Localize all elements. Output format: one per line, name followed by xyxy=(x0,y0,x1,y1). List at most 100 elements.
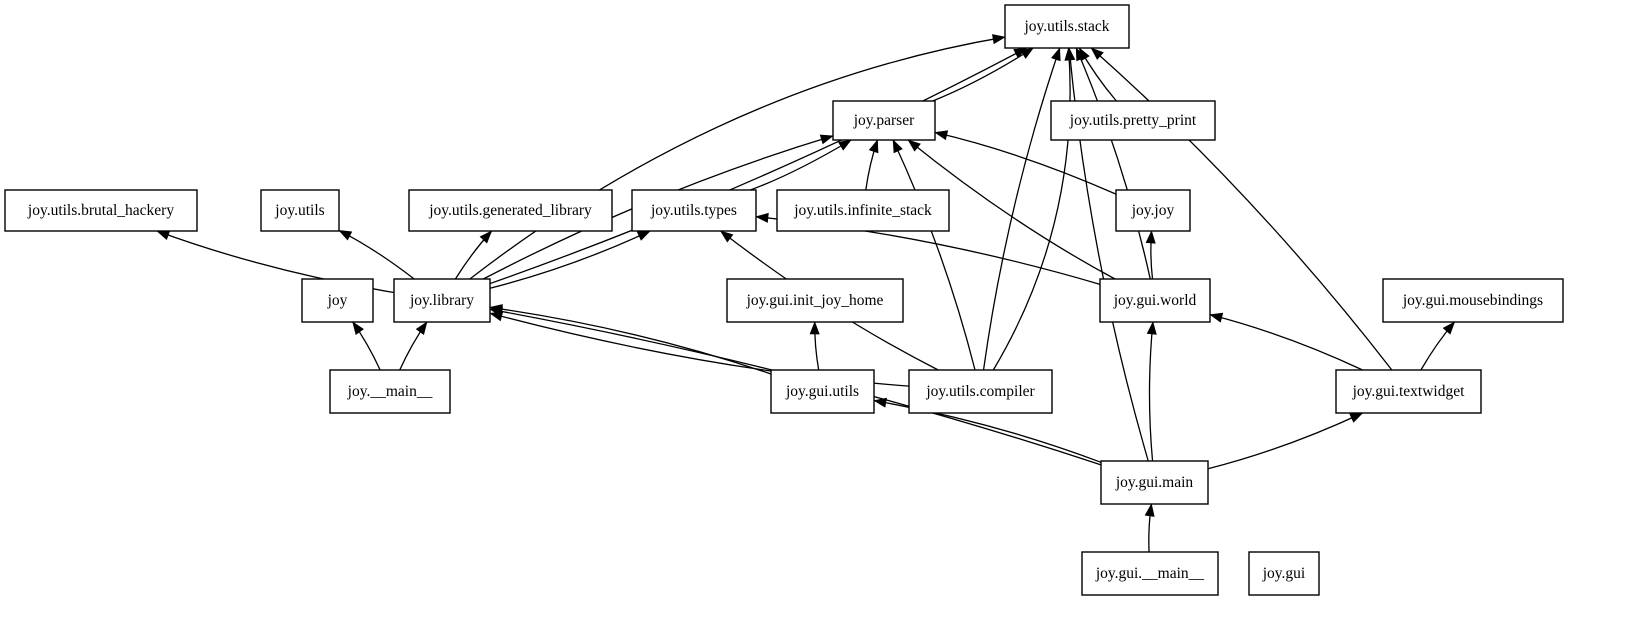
node-box[interactable] xyxy=(408,189,613,232)
node-layer: joy.utils.stack joy.parser joy.utils.prett… xyxy=(4,4,1564,596)
node-box[interactable] xyxy=(1050,100,1216,141)
node-label: joy.library xyxy=(409,292,474,309)
node-label: joy.gui.mousebindings xyxy=(1402,292,1543,309)
node-joy-utils[interactable]: joy.utils xyxy=(260,189,340,232)
node-joy[interactable]: joy xyxy=(301,278,374,323)
node-box[interactable] xyxy=(776,189,950,232)
edge-arrowhead xyxy=(489,306,504,317)
edge-joy-library-to-joy-utils-stack xyxy=(489,47,1027,285)
edge-arrowhead xyxy=(1146,321,1157,335)
edge-joy-parser-to-joy-utils-stack xyxy=(932,47,1034,102)
edge-arrowhead xyxy=(1209,312,1224,323)
edge-joy-gui-textwidget-to-joy-utils-stack xyxy=(1090,47,1393,371)
edge-joy-utils-types-to-joy-parser xyxy=(750,139,852,191)
node-label: joy.gui.utils xyxy=(785,383,859,400)
edge-joy-gui-world-to-joy-parser xyxy=(907,139,1116,280)
node-label: joy.utils.compiler xyxy=(925,383,1035,400)
edge-arrowhead xyxy=(934,130,949,141)
node-joy-utils-compiler[interactable]: joy.utils.compiler xyxy=(908,369,1053,414)
edge-joy-utils-compiler-to-joy-utils-stack xyxy=(992,47,1071,371)
node-box[interactable] xyxy=(1335,369,1482,414)
edge-arrowhead xyxy=(1090,47,1104,60)
edge-joy-gui-main-to-joy-gui-textwidget xyxy=(1207,412,1363,470)
node-box[interactable] xyxy=(770,369,875,414)
node-joy-gui-utils[interactable]: joy.gui.utils xyxy=(770,369,875,414)
node-joy-utils-infinite-stack[interactable]: joy.utils.infinite_stack xyxy=(776,189,950,232)
node-box[interactable] xyxy=(1100,460,1209,505)
node-joy-library[interactable]: joy.library xyxy=(393,278,491,323)
node-label: joy.utils.stack xyxy=(1023,18,1109,35)
edge-arrowhead xyxy=(809,321,820,335)
node-label: joy xyxy=(327,292,348,309)
node-label: joy.utils.types xyxy=(650,202,737,219)
edge-arrowhead xyxy=(415,321,428,335)
node-joy-gui-mousebindings[interactable]: joy.gui.mousebindings xyxy=(1382,278,1564,323)
node-label: joy.utils.generated_library xyxy=(428,202,592,219)
edge-arrowhead xyxy=(338,230,353,241)
edge-joy-utils-compiler-to-joy-parser xyxy=(892,139,976,371)
node-label: joy.gui.main xyxy=(1115,474,1194,491)
edge-arrowhead xyxy=(868,139,879,154)
node-box[interactable] xyxy=(4,189,198,232)
node-box[interactable] xyxy=(1248,551,1320,596)
node-box[interactable] xyxy=(908,369,1053,414)
node-box[interactable] xyxy=(1004,4,1130,49)
node-box[interactable] xyxy=(726,278,904,323)
edge-joy-gui-textwidget-to-joy-gui-world xyxy=(1209,313,1363,371)
node-box[interactable] xyxy=(1382,278,1564,323)
edge-joy-gui-main-to-joy-gui-world xyxy=(1148,321,1154,462)
node-joy---main--[interactable]: joy.__main__ xyxy=(329,369,451,414)
node-box[interactable] xyxy=(1099,278,1211,323)
node-joy-utils-generated-library[interactable]: joy.utils.generated_library xyxy=(408,189,613,232)
node-box[interactable] xyxy=(329,369,451,414)
node-label: joy.__main__ xyxy=(347,383,433,400)
node-box[interactable] xyxy=(832,100,936,141)
node-box[interactable] xyxy=(1081,551,1219,596)
edge-arrowhead xyxy=(819,134,834,145)
node-joy-parser[interactable]: joy.parser xyxy=(832,100,936,141)
edge-arrowhead xyxy=(479,230,493,244)
edge-arrowhead xyxy=(1051,47,1061,62)
node-label: joy.utils.infinite_stack xyxy=(793,202,932,219)
edge-arrowhead xyxy=(873,397,887,408)
edge-joy-gui-main-to-joy-gui-utils xyxy=(873,399,1102,463)
edge-arrowhead xyxy=(1145,230,1156,244)
node-joy-joy[interactable]: joy.joy xyxy=(1115,189,1191,232)
node-joy-gui---main--[interactable]: joy.gui.__main__ xyxy=(1081,551,1219,596)
node-label: joy.utils xyxy=(274,202,324,219)
node-joy-utils-types[interactable]: joy.utils.types xyxy=(631,189,757,232)
node-box[interactable] xyxy=(1115,189,1191,232)
node-box[interactable] xyxy=(393,278,491,323)
node-label: joy.gui.textwidget xyxy=(1352,383,1465,400)
node-joy-gui-world[interactable]: joy.gui.world xyxy=(1099,278,1211,323)
node-label: joy.utils.brutal_hackery xyxy=(27,202,174,219)
edge-joy-joy-to-joy-parser xyxy=(934,131,1117,195)
edge-arrowhead xyxy=(1075,47,1086,62)
node-label: joy.parser xyxy=(853,112,915,129)
node-label: joy.joy xyxy=(1131,202,1175,219)
edge-arrowhead xyxy=(1065,47,1076,61)
node-label: joy.gui.__main__ xyxy=(1095,565,1205,582)
edge-arrowhead xyxy=(1144,503,1155,517)
node-joy-gui-textwidget[interactable]: joy.gui.textwidget xyxy=(1335,369,1482,414)
edge-arrowhead xyxy=(755,212,769,223)
edge-arrowhead xyxy=(892,139,903,154)
edge-arrowhead xyxy=(352,321,364,335)
node-box[interactable] xyxy=(301,278,374,323)
edge-joy-library-to-joy-utils-types xyxy=(489,230,651,289)
node-joy-gui-init-joy-home[interactable]: joy.gui.init_joy_home xyxy=(726,278,904,323)
edge-joy-gui-utils-to-joy-library xyxy=(489,306,772,375)
edge-arrowhead xyxy=(1020,47,1034,59)
edge-arrowhead xyxy=(907,139,921,152)
node-box[interactable] xyxy=(260,189,340,232)
node-joy-utils-pretty-print[interactable]: joy.utils.pretty_print xyxy=(1050,100,1216,141)
node-joy-utils-stack[interactable]: joy.utils.stack xyxy=(1004,4,1130,49)
node-label: joy.utils.pretty_print xyxy=(1069,112,1197,129)
node-joy-gui[interactable]: joy.gui xyxy=(1248,551,1320,596)
node-box[interactable] xyxy=(631,189,757,232)
edge-joy-gui-world-to-joy-utils-stack xyxy=(1075,47,1151,280)
node-joy-utils-brutal-hackery[interactable]: joy.utils.brutal_hackery xyxy=(4,189,198,232)
node-joy-gui-main[interactable]: joy.gui.main xyxy=(1100,460,1209,505)
edge-joy-library-to-joy-utils xyxy=(338,229,415,280)
edge-arrowhead xyxy=(1442,321,1456,335)
